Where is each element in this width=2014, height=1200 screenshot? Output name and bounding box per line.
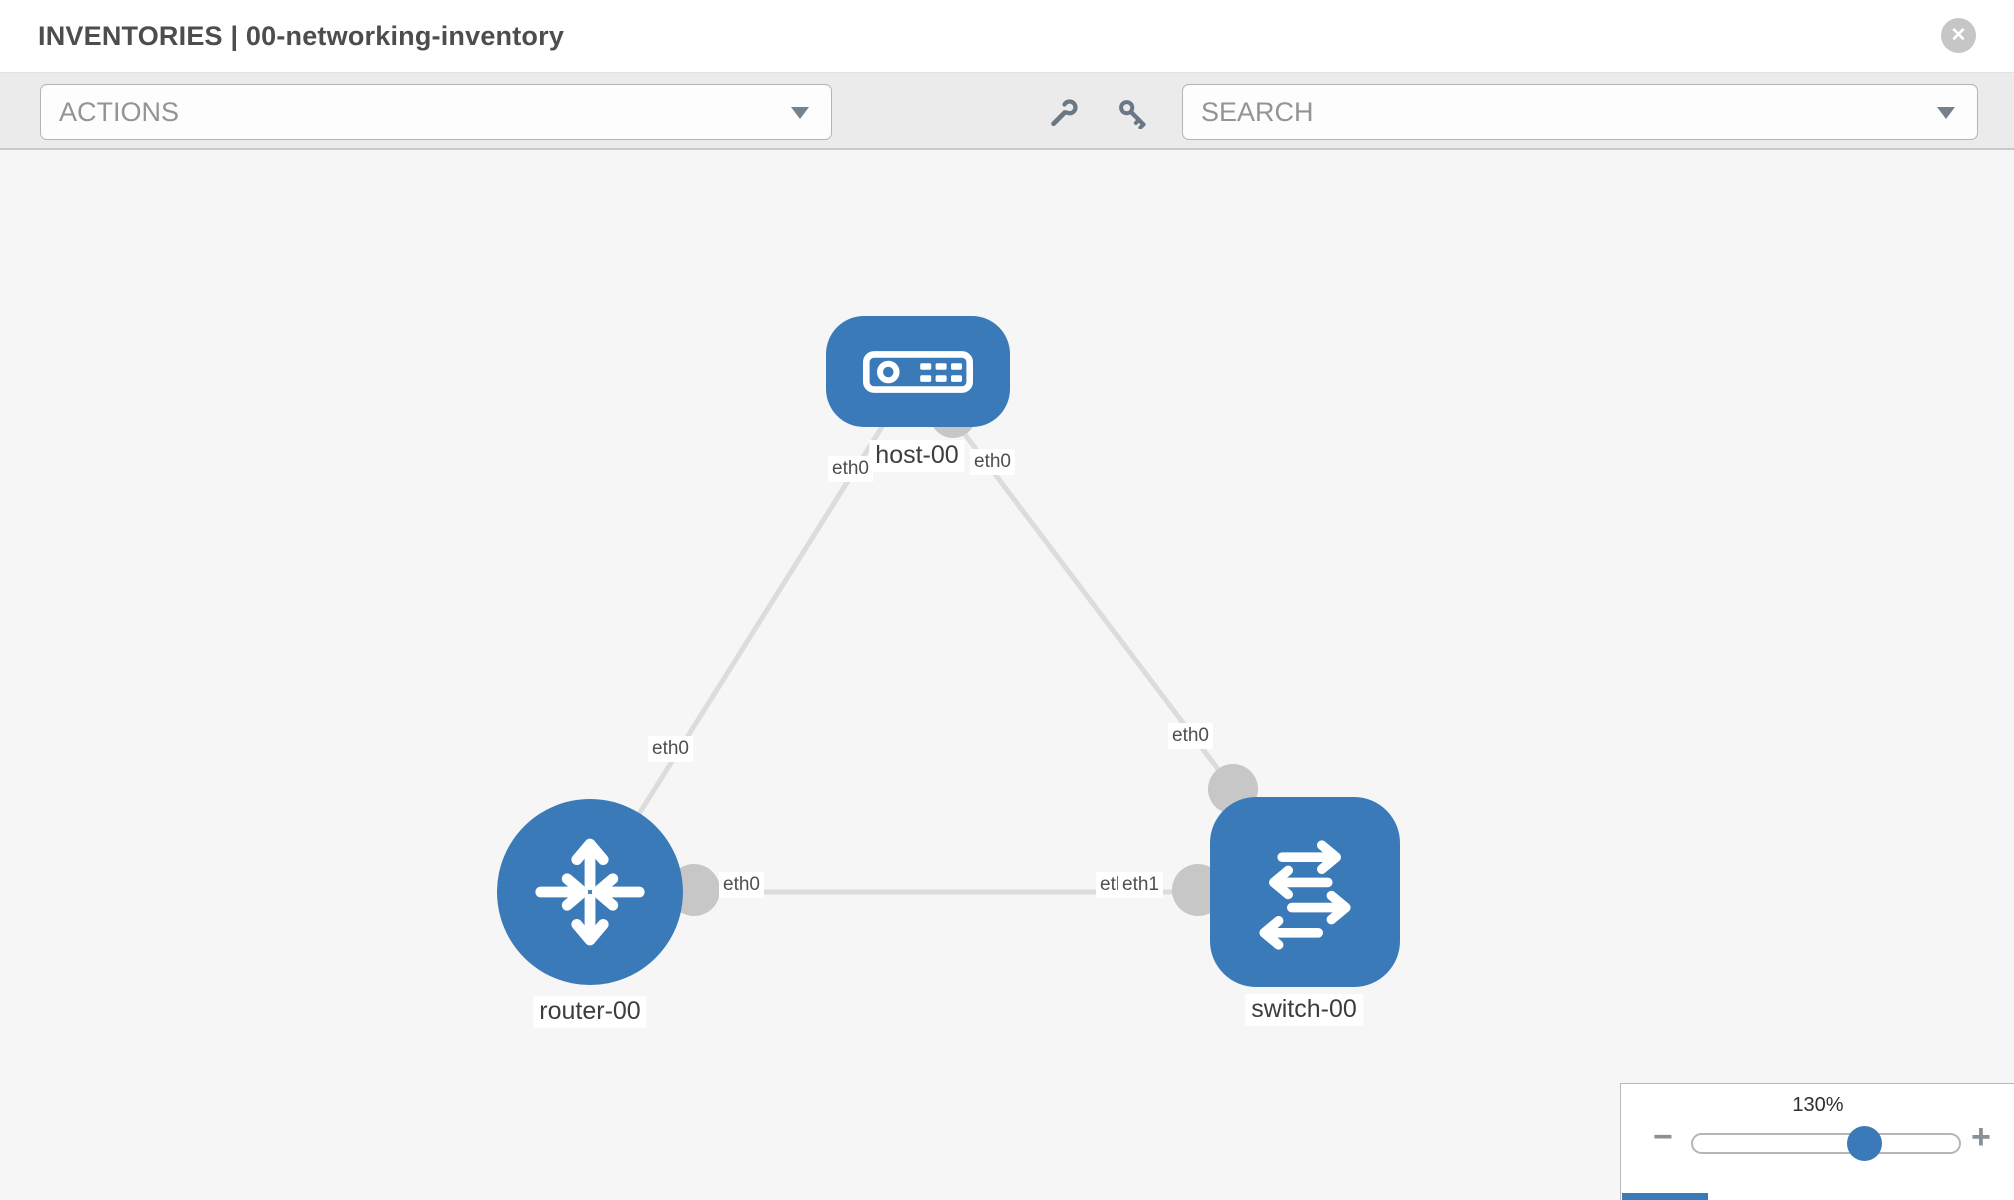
interface-label: eth0 (970, 449, 1015, 475)
close-icon: ✕ (1950, 25, 1967, 46)
wrench-icon[interactable] (1048, 97, 1080, 129)
close-button[interactable]: ✕ (1941, 18, 1976, 53)
zoom-in-button[interactable]: + (1971, 1118, 1991, 1156)
node-label-switch: switch-00 (1245, 994, 1363, 1026)
zoom-panel: 130% − + (1620, 1083, 2014, 1200)
interface-label: eth0 (648, 736, 693, 762)
router-icon (535, 838, 645, 946)
toolbar: ACTIONS SEARCH (0, 72, 2014, 150)
node-router-00[interactable] (497, 799, 683, 985)
zoom-level: 130% (1792, 1094, 1844, 1116)
node-label-router: router-00 (533, 996, 647, 1028)
search-dropdown[interactable]: SEARCH (1182, 84, 1978, 140)
interface-label: eth0 (719, 872, 764, 898)
actions-dropdown[interactable]: ACTIONS (40, 84, 832, 140)
bottom-panel-peek (1622, 1193, 1708, 1200)
zoom-out-button[interactable]: − (1653, 1118, 1673, 1156)
header: INVENTORIES | 00-networking-inventory ✕ (0, 0, 2014, 72)
interface-label: eth0 (828, 456, 873, 482)
zoom-slider-thumb[interactable] (1847, 1126, 1882, 1161)
actions-dropdown-label: ACTIONS (59, 96, 180, 127)
chevron-down-icon (1937, 107, 1955, 119)
zoom-slider-track[interactable] (1691, 1133, 1961, 1154)
key-icon[interactable] (1116, 97, 1148, 129)
interface-label: eth1 (1118, 872, 1163, 898)
node-host-00[interactable] (826, 316, 1010, 427)
chevron-down-icon (791, 107, 809, 119)
host-icon (863, 350, 973, 393)
node-label-host: host-00 (869, 440, 965, 472)
links-layer (587, 369, 1258, 916)
interface-label: eth0 (1168, 723, 1213, 749)
link-host-switch[interactable] (915, 369, 1235, 791)
page-title: INVENTORIES | 00-networking-inventory (38, 21, 565, 51)
node-switch-00[interactable] (1210, 797, 1400, 987)
switch-icon (1259, 840, 1351, 950)
topology-canvas[interactable]: host-00 router-00 switch-00 eth0 eth0 et… (0, 150, 2014, 1200)
search-placeholder: SEARCH (1201, 96, 1314, 127)
